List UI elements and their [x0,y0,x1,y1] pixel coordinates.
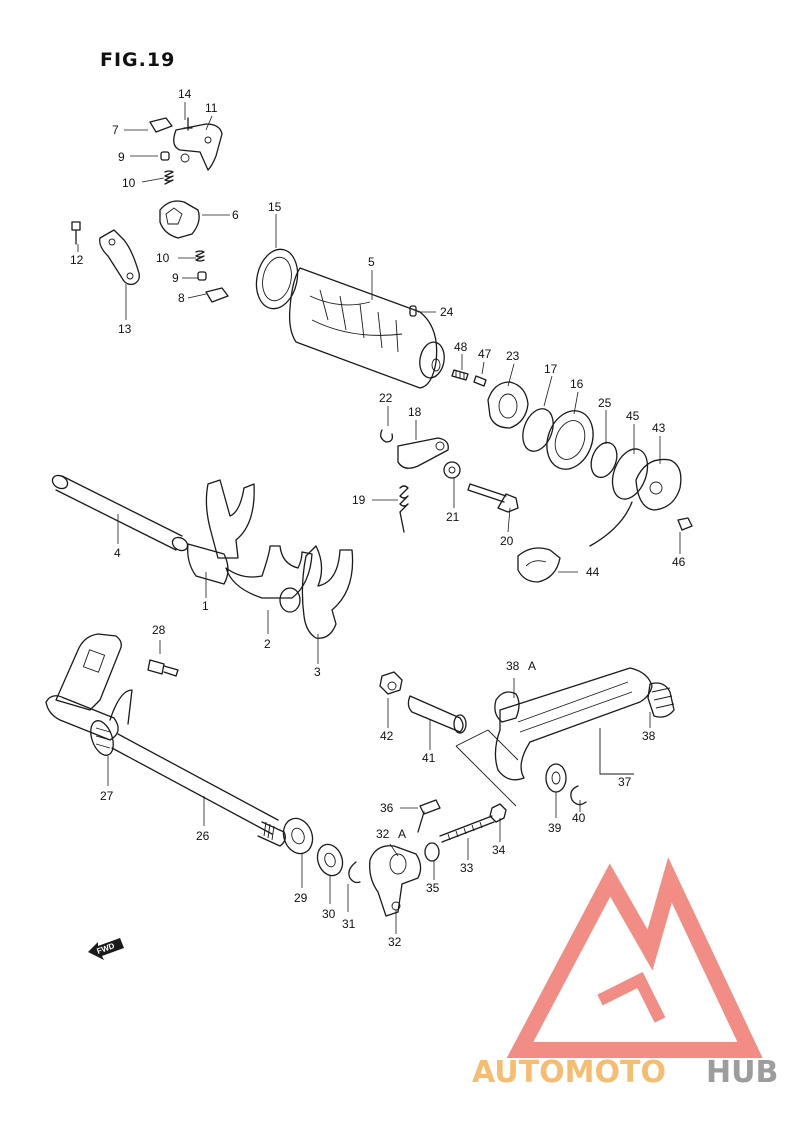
callout-33: 33 [460,861,474,875]
callout-13: 13 [118,322,132,336]
callout-27: 27 [100,789,114,803]
callout-40: 40 [572,811,586,825]
callout-32-bottom: 32 [388,935,402,949]
cam-end-bearing-assembly [451,369,693,547]
callout-5: 5 [368,255,375,269]
callout-7: 7 [112,123,119,137]
callout-14: 14 [178,87,192,101]
callout-29: 29 [294,891,308,905]
callout-21: 21 [446,510,460,524]
callout-25: 25 [598,396,612,410]
callout-28: 28 [152,623,166,637]
callout-2: 2 [264,637,271,651]
callout-24: 24 [440,305,454,319]
watermark-logo: AUTOMOTO HUB [472,857,778,1090]
callout-16: 16 [570,377,584,391]
callout-48: 48 [454,340,468,354]
callout-36: 36 [380,801,394,815]
callout-41: 41 [422,751,436,765]
callout-labels: 7 14 11 9 10 6 12 10 9 8 13 15 5 24 48 4… [70,87,686,949]
callout-44: 44 [586,565,600,579]
callout-8: 8 [178,291,185,305]
callout-43: 43 [652,421,666,435]
callout-47: 47 [478,347,492,361]
callout-12: 12 [70,253,84,267]
callout-6: 6 [232,208,239,222]
callout-3: 3 [314,665,321,679]
callout-31: 31 [342,917,356,931]
callout-42: 42 [380,729,394,743]
callout-38-right: 38 [642,729,656,743]
callout-37: 37 [618,775,632,789]
callout-32-top: 32 [376,827,390,841]
callout-11: 11 [205,101,218,115]
callout-38-top: 38 [506,659,520,673]
gearshift-shaft [45,633,361,884]
callout-23: 23 [506,349,520,363]
callout-9-upper: 9 [118,150,125,164]
callout-26: 26 [196,829,210,843]
callout-30: 30 [322,907,336,921]
callout-10-lower: 10 [156,251,170,265]
gearshift-lever-assembly [369,667,675,917]
callout-35: 35 [426,881,440,895]
callout-20: 20 [500,534,514,548]
callout-39: 39 [548,821,562,835]
watermark-word-1: AUTOMOTO [472,1055,666,1090]
callout-15: 15 [268,200,282,214]
watermark-word-2: HUB [706,1055,778,1090]
callout-4: 4 [114,546,121,560]
mark-A-top: A [528,659,536,673]
callout-19: 19 [352,493,366,507]
callout-10-upper: 10 [122,176,136,190]
gearshift-forks [51,474,354,639]
callout-18: 18 [408,405,422,419]
gearshift-cam-stopper [380,429,561,583]
forward-arrow-icon: FWD [88,938,124,960]
callout-34: 34 [492,843,506,857]
callout-46: 46 [672,555,686,569]
callout-22: 22 [379,391,393,405]
figure-title: FIG.19 [100,49,175,71]
gearshift-cam [255,248,445,389]
stopper-plate-assembly [71,117,229,303]
callout-17: 17 [544,362,558,376]
mark-A-bottom: A [398,827,406,841]
leader-lines [77,102,681,934]
callout-45: 45 [626,409,640,423]
callout-1: 1 [202,599,209,613]
callout-9-lower: 9 [172,271,179,285]
